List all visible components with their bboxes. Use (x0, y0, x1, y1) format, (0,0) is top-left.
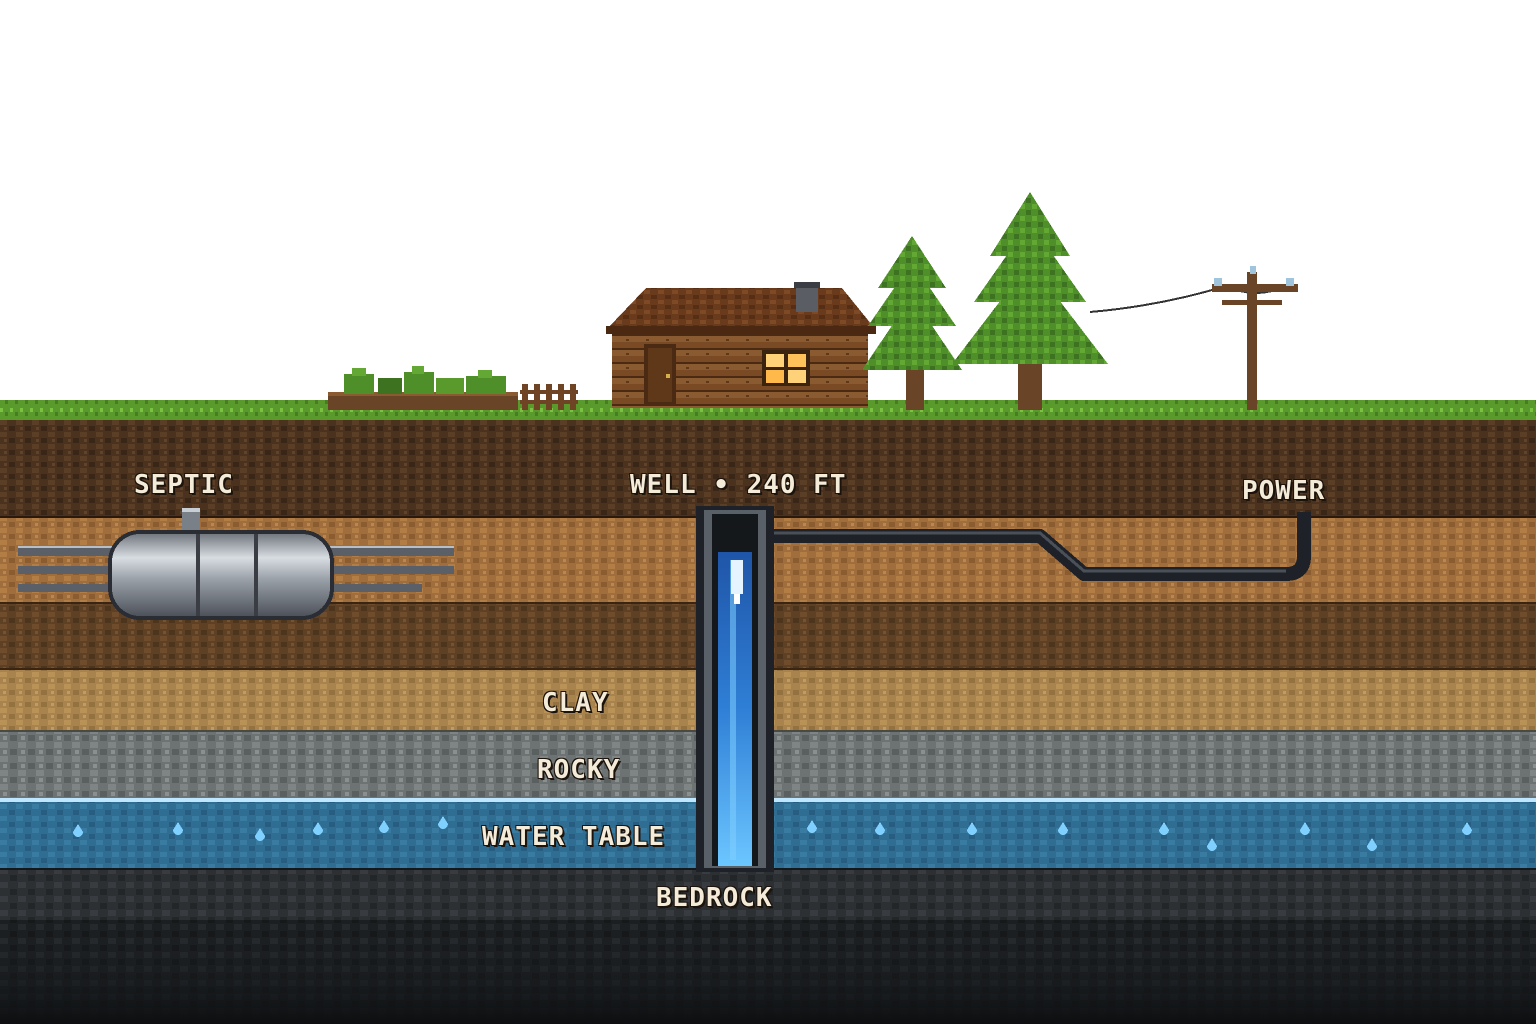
power-pole (1089, 266, 1298, 410)
water-table-label: WATER TABLE (482, 822, 666, 852)
rocky-label: ROCKY (537, 755, 621, 785)
well-casing (696, 506, 774, 872)
topsoil-layer (0, 418, 1536, 518)
septic-tank (18, 508, 454, 620)
trees (862, 192, 1108, 410)
cabin-roof (606, 288, 876, 330)
septic-label: SEPTIC (134, 470, 234, 500)
septic-tank-body (108, 530, 334, 620)
cabin (606, 282, 876, 408)
power-label: POWER (1242, 476, 1326, 506)
bedrock-label: BEDROCK (656, 883, 773, 913)
clay-label: CLAY (542, 688, 609, 718)
fence (520, 384, 578, 410)
well-depth-label: WELL • 240 FT (630, 470, 847, 500)
deep-shadow (0, 940, 1536, 1024)
chimney (796, 284, 818, 312)
garden (328, 366, 578, 410)
water-drops (73, 816, 1472, 851)
bedrock-layer (0, 870, 1536, 920)
power-conduit (772, 512, 1311, 581)
